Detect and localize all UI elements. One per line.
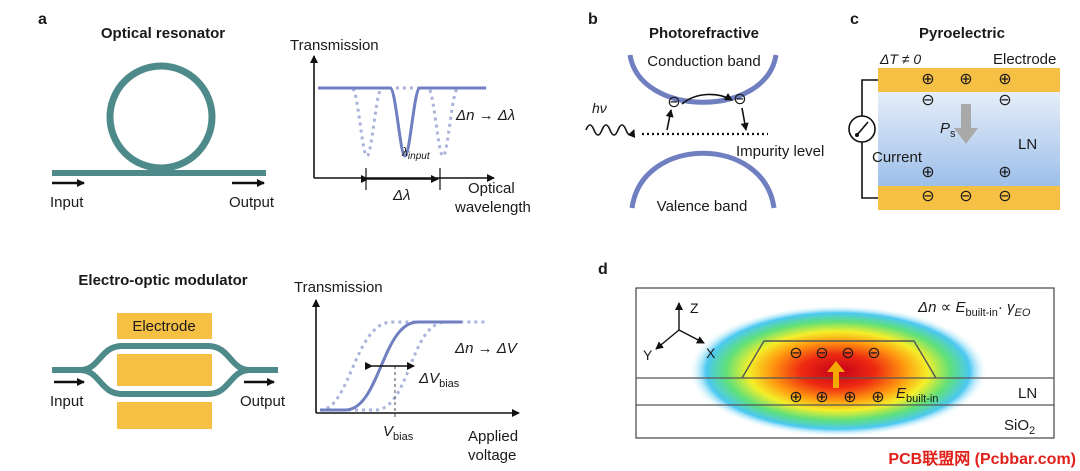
impurity-level-label: Impurity level	[736, 143, 824, 160]
x-axis-label: X	[706, 345, 716, 361]
plot2-xlabel-line2: voltage	[468, 447, 516, 464]
positive-charge-icon: ⊕	[871, 389, 884, 406]
positive-charge-icon: ⊕	[921, 71, 934, 88]
electrode-top	[117, 313, 212, 339]
panel-c: c Pyroelectric ΔT ≠ 0 Electrode ⊕ ⊕ ⊕ ⊖ …	[848, 11, 1060, 210]
ring-resonator	[106, 62, 216, 172]
photon-wave-icon	[585, 124, 636, 138]
negative-charge-icon: ⊖	[998, 188, 1011, 205]
circuit-wire-bottom	[861, 142, 878, 199]
equation-label: Δn ∝ Ebuilt-in· γEO	[917, 299, 1031, 319]
circuit-wire-top	[861, 79, 878, 116]
panel-c-label: c	[850, 11, 859, 28]
ln-layer-label: LN	[1018, 385, 1037, 402]
polarization-arrow-icon	[954, 104, 978, 144]
negative-charge-icon: ⊖	[867, 345, 880, 362]
built-in-field-arrow-icon	[827, 361, 845, 388]
plot2-shift-label: ΔVbias	[418, 370, 460, 390]
panel-b-label: b	[588, 11, 598, 28]
electrode-bottom	[117, 402, 212, 429]
resonator-output-label: Output	[229, 194, 275, 211]
resonator-transmission-plot: Transmission Optical wavelength Δn → Δλ …	[290, 37, 531, 216]
negative-charge-icon: ⊖	[815, 345, 828, 362]
plot1-resonance-curve	[318, 86, 486, 158]
z-axis-label: Z	[690, 300, 699, 316]
y-axis-label: Y	[643, 347, 653, 363]
rib-waveguide	[741, 340, 937, 379]
electrode-middle	[117, 354, 212, 386]
negative-charge-icon: ⊖	[789, 345, 802, 362]
plot2-xlabel-line1: Applied	[468, 428, 518, 445]
positive-charge-icon: ⊕	[789, 389, 802, 406]
ln-label: LN	[1018, 136, 1037, 153]
electron-icon-2: ⊖	[733, 91, 746, 108]
positive-charge-icon: ⊕	[843, 389, 856, 406]
plot1-xlabel-line1: Optical	[468, 180, 515, 197]
resonator-title: Optical resonator	[101, 25, 225, 42]
mzi-lower-arm	[52, 367, 278, 397]
photon-label: hν	[592, 100, 607, 116]
positive-charge-icon: ⊕	[959, 71, 972, 88]
electrode-c-label: Electrode	[993, 51, 1056, 68]
modulator-title: Electro-optic modulator	[78, 272, 247, 289]
delta-t-label: ΔT ≠ 0	[879, 51, 921, 67]
negative-charge-icon: ⊖	[998, 92, 1011, 109]
plot1-ylabel: Transmission	[290, 37, 379, 54]
sio2-layer-label: SiO2	[1004, 417, 1035, 437]
plot1-dip-label: λinput	[401, 145, 431, 162]
electron-transport-arrow-icon	[681, 93, 733, 105]
photorefractive-title: Photorefractive	[649, 25, 759, 42]
negative-charge-icon: ⊖	[959, 188, 972, 205]
watermark-text: PCB联盟网 (Pcbbar.com)	[888, 450, 1076, 468]
plot1-annotation: Δn → Δλ	[455, 107, 515, 124]
conduction-band	[627, 54, 779, 105]
plot2-annotation: Δn → ΔV	[454, 340, 519, 357]
panel-d: d ⊖ ⊖ ⊖ ⊖ ⊕ ⊕ ⊕ ⊕ Ebuilt-in LN SiO2 Δn ∝…	[598, 261, 1055, 439]
positive-charge-icon: ⊕	[921, 164, 934, 181]
x-axis-arrow-icon	[678, 329, 705, 344]
plot2-ylabel: Transmission	[294, 279, 383, 296]
valence-band	[629, 150, 777, 209]
modulator-transmission-plot: Transmission Applied voltage Δn → ΔV ΔVb…	[294, 279, 520, 464]
built-in-field-label: Ebuilt-in	[896, 385, 938, 405]
positive-charge-icon: ⊕	[815, 389, 828, 406]
panel-a-label: a	[38, 11, 47, 28]
electrode-label: Electrode	[132, 318, 195, 335]
y-axis-arrow-icon	[655, 329, 680, 350]
modulator-input-label: Input	[50, 393, 84, 410]
ammeter-pivot	[855, 133, 859, 137]
electro-optic-modulator: Electro-optic modulator Electrode Input …	[50, 272, 286, 429]
positive-charge-icon: ⊕	[998, 71, 1011, 88]
panel-a: a Optical resonator Input Output Transmi…	[38, 11, 531, 464]
bottom-electrode	[878, 186, 1060, 210]
current-label: Current	[872, 149, 923, 166]
negative-charge-icon: ⊖	[841, 345, 854, 362]
resonator-input-label: Input	[50, 194, 84, 211]
plot1-shift-label: Δλ	[392, 187, 410, 204]
axes-triad-icon: Z X Y	[643, 300, 716, 363]
negative-charge-icon: ⊖	[921, 188, 934, 205]
ammeter-needle	[856, 121, 869, 136]
plot2-curve-left-shift	[319, 320, 430, 412]
plot2-bias-label: Vbias	[383, 423, 414, 443]
electron-icon-1: ⊖	[667, 94, 680, 111]
optical-resonator: Optical resonator Input Output	[50, 25, 275, 211]
plot1-shifted-curve	[318, 86, 488, 158]
polarization-label: Ps	[940, 120, 956, 140]
panel-b: b Photorefractive Conduction band Valenc…	[585, 11, 824, 215]
plot1-xlabel-line2: wavelength	[454, 199, 531, 216]
pyroelectric-title: Pyroelectric	[919, 25, 1005, 42]
positive-charge-icon: ⊕	[998, 164, 1011, 181]
conduction-band-label: Conduction band	[647, 53, 760, 70]
top-electrode	[878, 68, 1060, 92]
modulator-output-label: Output	[240, 393, 286, 410]
panel-d-label: d	[598, 261, 608, 278]
negative-charge-icon: ⊖	[921, 92, 934, 109]
trapping-arrow-icon	[740, 107, 749, 131]
excitation-arrow-icon	[665, 109, 674, 131]
valence-band-label: Valence band	[657, 198, 748, 215]
mzi-upper-arm	[52, 343, 278, 373]
